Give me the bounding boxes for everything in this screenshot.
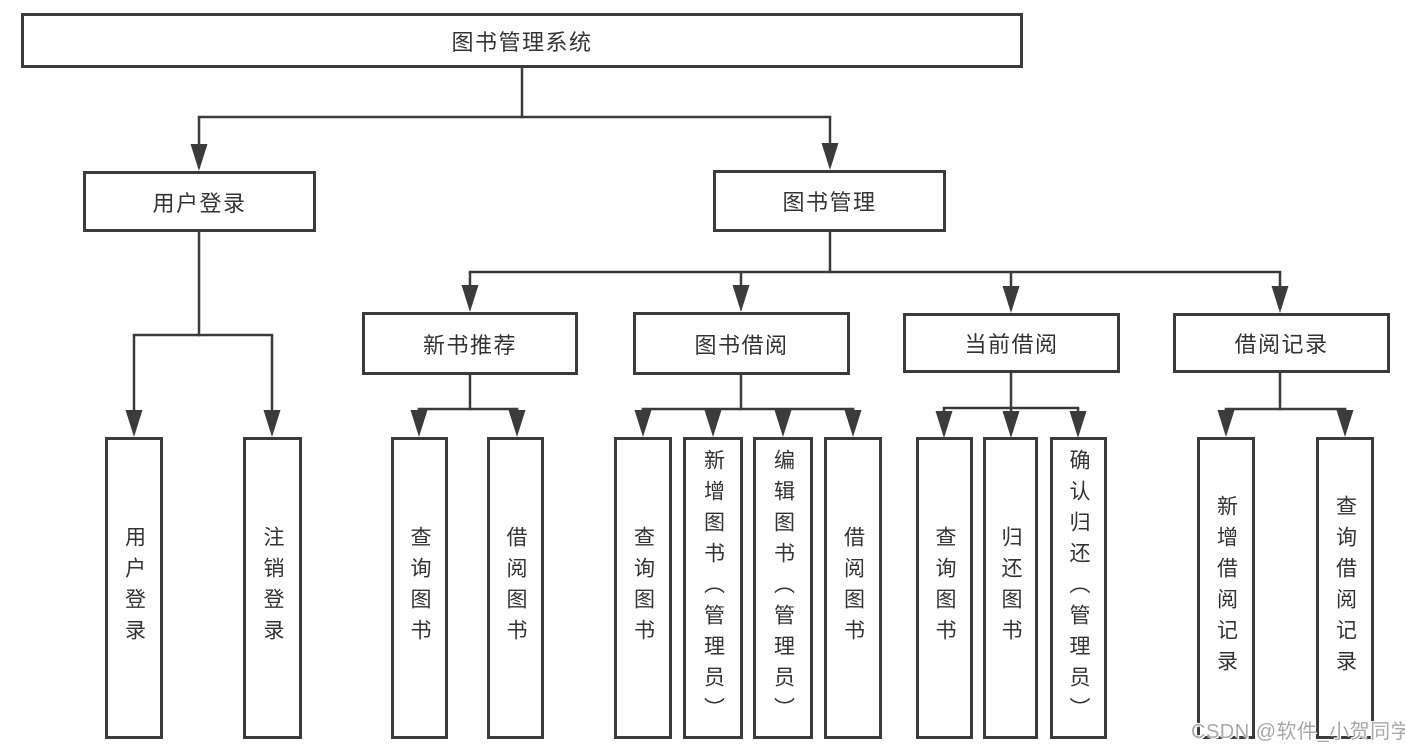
leaf-add-borrow-record: 新增借阅记录 <box>1197 437 1255 739</box>
leaf-borrow-books-1-label: 借阅图书 <box>504 526 527 650</box>
leaf-return-books: 归还图书 <box>983 437 1038 739</box>
node-borrow-records: 借阅记录 <box>1173 313 1390 373</box>
leaf-borrow-books-2-label: 借阅图书 <box>841 526 865 650</box>
leaf-add-borrow-record-label: 新增借阅记录 <box>1214 495 1238 681</box>
node-user-login: 用户登录 <box>83 171 316 232</box>
leaf-query-books-1: 查询图书 <box>391 437 448 739</box>
leaf-edit-book-admin: 编辑图书（管理员） <box>753 437 813 739</box>
leaf-confirm-return-admin: 确认归还（管理员） <box>1050 437 1107 739</box>
node-root: 图书管理系统 <box>21 13 1023 68</box>
leaf-query-borrow-record-label: 查询借阅记录 <box>1333 495 1357 681</box>
leaf-logout-label: 注销登录 <box>261 526 284 650</box>
node-current-borrow: 当前借阅 <box>903 313 1120 373</box>
node-new-book-recommend-label: 新书推荐 <box>422 332 517 358</box>
leaf-add-book-admin-label: 新增图书（管理员） <box>701 448 725 728</box>
leaf-query-books-1-label: 查询图书 <box>408 526 431 650</box>
leaf-borrow-books-1: 借阅图书 <box>487 437 544 739</box>
node-book-borrow-label: 图书借阅 <box>694 332 789 358</box>
leaf-user-login-label: 用户登录 <box>122 526 146 650</box>
watermark: CSDN @软件_小贺同学 <box>1191 721 1405 743</box>
leaf-edit-book-admin-label: 编辑图书（管理员） <box>771 448 795 728</box>
node-root-label: 图书管理系统 <box>451 29 593 55</box>
leaf-add-book-admin: 新增图书（管理员） <box>683 437 743 739</box>
leaf-query-books-3-label: 查询图书 <box>933 526 956 650</box>
leaf-query-books-3: 查询图书 <box>916 437 973 739</box>
leaf-query-borrow-record: 查询借阅记录 <box>1316 437 1374 739</box>
node-book-management-label: 图书管理 <box>782 190 877 215</box>
leaf-borrow-books-2: 借阅图书 <box>824 437 882 739</box>
leaf-logout: 注销登录 <box>243 437 302 739</box>
node-new-book-recommend: 新书推荐 <box>362 312 578 375</box>
leaf-query-books-2: 查询图书 <box>614 437 672 739</box>
node-book-borrow: 图书借阅 <box>633 312 850 375</box>
node-current-borrow-label: 当前借阅 <box>964 332 1059 357</box>
leaf-query-books-2-label: 查询图书 <box>631 526 655 650</box>
node-book-management: 图书管理 <box>713 170 946 232</box>
node-borrow-records-label: 借阅记录 <box>1234 332 1329 357</box>
leaf-confirm-return-admin-label: 确认归还（管理员） <box>1067 448 1090 728</box>
node-user-login-label: 用户登录 <box>152 190 247 216</box>
leaf-user-login: 用户登录 <box>105 437 163 739</box>
leaf-return-books-label: 归还图书 <box>999 526 1022 650</box>
